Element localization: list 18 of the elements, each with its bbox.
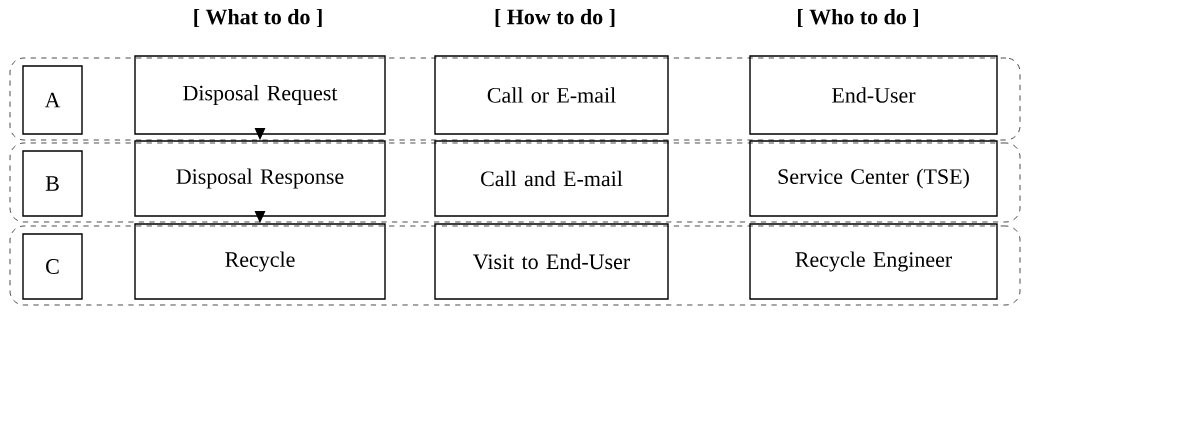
letter-box: A: [22, 65, 83, 135]
process-box: Recycle: [134, 223, 386, 300]
process-box: Disposal Request: [134, 55, 386, 135]
letter-box: C: [22, 233, 83, 300]
row-band: [9, 142, 1021, 223]
column-heading: [ Who to do ]: [798, 8, 918, 28]
process-box: Visit to End-User: [434, 223, 669, 300]
process-box: Call and E-mail: [434, 140, 669, 217]
process-box: Call or E-mail: [434, 55, 669, 135]
process-box: Recycle Engineer: [749, 223, 998, 300]
process-box: Disposal Response: [134, 140, 386, 217]
letter-box: B: [22, 150, 83, 217]
column-heading: [ How to do ]: [495, 8, 615, 28]
row-band: [9, 225, 1021, 306]
column-heading: [ What to do ]: [194, 8, 322, 28]
process-box: End-User: [749, 55, 998, 135]
row-band: [9, 57, 1021, 141]
process-box: Service Center (TSE): [749, 140, 998, 217]
